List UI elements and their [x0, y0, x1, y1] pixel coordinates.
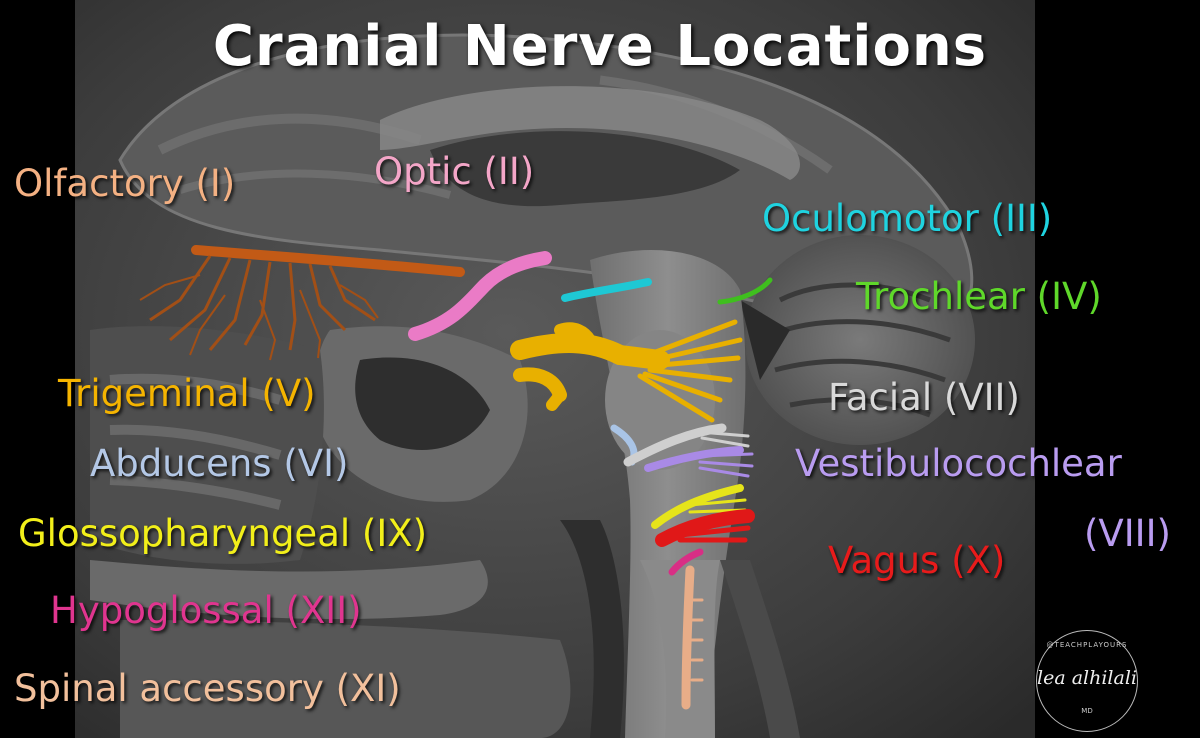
label-facial: Facial (VII) [828, 376, 1020, 419]
trigeminal-nerve-drawing [510, 319, 743, 423]
oculomotor-nerve-drawing [561, 278, 652, 302]
label-olfactory: Olfactory (I) [14, 162, 236, 205]
label-trochlear: Trochlear (IV) [856, 275, 1102, 318]
palate [90, 560, 488, 620]
spinal-accessory-nerve-drawing [681, 565, 704, 710]
facial-nerve-drawing [623, 423, 750, 467]
olfactory-nerve-drawing [139, 245, 465, 361]
diagram-title: Cranial Nerve Locations [212, 14, 988, 79]
label-abducens: Abducens (VI) [90, 442, 349, 485]
label-hypoglossal: Hypoglossal (XII) [50, 589, 362, 632]
watermark-signature: lea alhilali [1037, 667, 1137, 689]
corpus-callosum [380, 86, 800, 180]
optic-nerve-drawing [408, 251, 552, 341]
watermark-credential: MD [1081, 707, 1093, 715]
label-optic: Optic (II) [374, 150, 535, 193]
label-vestibulocochlear: Vestibulocochlear [795, 442, 1122, 485]
trochlear-nerve-drawing [717, 277, 773, 305]
author-watermark-seal: @TEACHPLAYOURS lea alhilali MD [1036, 630, 1138, 732]
label-spinal-accessory: Spinal accessory (XI) [14, 667, 401, 710]
cerebellum [745, 235, 975, 445]
watermark-handle: @TEACHPLAYOURS [1046, 641, 1128, 649]
vestibulocochlear-nerve-drawing [644, 446, 754, 478]
hypoglossal-nerve-drawing [668, 548, 704, 576]
fourth-ventricle [740, 300, 790, 380]
label-vagus: Vagus (X) [828, 539, 1006, 582]
label-trigeminal: Trigeminal (V) [58, 372, 316, 415]
tongue-region [120, 620, 571, 738]
label-glossopharyngeal: Glossopharyngeal (IX) [18, 512, 428, 555]
vagus-nerve-drawing [655, 509, 755, 547]
ventricle [430, 131, 740, 207]
label-oculomotor: Oculomotor (III) [762, 197, 1053, 240]
spinal-cord [640, 560, 720, 738]
label-vestibulocochlear-numeral: (VIII) [1084, 512, 1171, 555]
